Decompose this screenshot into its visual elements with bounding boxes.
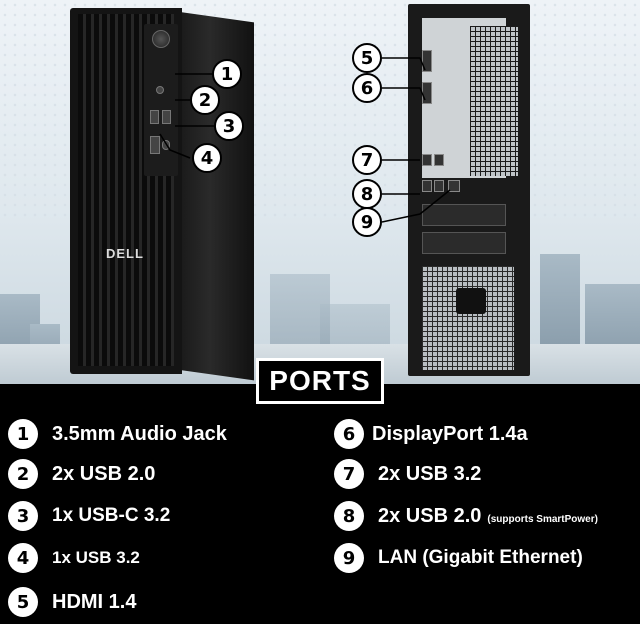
power-plug-icon [456, 288, 486, 314]
ethernet-port-icon [448, 180, 460, 192]
legend-item-6: 6 DisplayPort 1.4a [334, 416, 528, 452]
legend-number: 3 [8, 501, 38, 531]
legend-item-7: 7 2x USB 3.2 [334, 456, 481, 492]
usb-port-icon [422, 180, 432, 192]
legend-item-1: 1 3.5mm Audio Jack [8, 416, 227, 452]
legend-label: LAN (Gigabit Ethernet) [378, 547, 583, 568]
legend-item-4: 4 1x USB 3.2 [8, 540, 140, 576]
callout-8: 8 [352, 179, 382, 209]
callout-7: 7 [352, 145, 382, 175]
rear-tower [408, 4, 530, 376]
usb-port-icon [434, 180, 444, 192]
legend-item-2: 2 2x USB 2.0 [8, 456, 155, 492]
legend-number: 7 [334, 459, 364, 489]
power-button-icon [152, 30, 170, 48]
usb-port-icon [150, 136, 160, 154]
hdmi-port-icon [422, 50, 432, 72]
usb-port-icon [434, 154, 444, 166]
legend-number: 6 [334, 419, 364, 449]
callout-2: 2 [190, 85, 220, 115]
callout-4: 4 [192, 143, 222, 173]
ports-legend: 1 3.5mm Audio Jack 2 2x USB 2.0 3 1x USB… [0, 404, 640, 624]
legend-label: 1x USB-C 3.2 [52, 505, 171, 526]
legend-label: DisplayPort 1.4a [372, 422, 528, 445]
legend-label: 1x USB 3.2 [52, 548, 140, 567]
legend-number: 8 [334, 501, 364, 531]
callout-6: 6 [352, 73, 382, 103]
callout-3: 3 [214, 111, 244, 141]
ports-title: PORTS [256, 358, 384, 404]
legend-number: 9 [334, 543, 364, 573]
expansion-slot [422, 232, 506, 254]
legend-number: 2 [8, 459, 38, 489]
legend-item-9: 9 LAN (Gigabit Ethernet) [334, 540, 583, 576]
callout-9: 9 [352, 207, 382, 237]
usb-port-icon [162, 110, 171, 124]
legend-label: 3.5mm Audio Jack [52, 422, 227, 445]
expansion-slot [422, 204, 506, 226]
legend-label: 2x USB 3.2 [378, 462, 482, 485]
callout-5: 5 [352, 43, 382, 73]
product-photo: DELL 1 2 3 4 5 6 7 [0, 0, 640, 384]
rear-vent [470, 26, 518, 176]
front-tower: DELL [70, 8, 182, 374]
legend-label: HDMI 1.4 [52, 590, 137, 613]
callout-leader-lines [0, 0, 640, 384]
legend-note: (supports SmartPower) [487, 513, 598, 525]
usb-port-icon [150, 110, 159, 124]
legend-number: 4 [8, 543, 38, 573]
legend-label: 2x USB 2.0 [378, 504, 482, 527]
power-supply [422, 266, 514, 370]
audio-jack-icon [156, 86, 164, 94]
legend-number: 5 [8, 587, 38, 617]
legend-item-8: 8 2x USB 2.0 (supports SmartPower) [334, 498, 598, 534]
callout-1: 1 [212, 59, 242, 89]
legend-item-3: 3 1x USB-C 3.2 [8, 498, 170, 534]
legend-label: 2x USB 2.0 [52, 462, 156, 485]
usb-port-icon [422, 154, 432, 166]
legend-item-5: 5 HDMI 1.4 [8, 584, 136, 620]
legend-number: 1 [8, 419, 38, 449]
dell-logo: DELL [106, 246, 144, 261]
